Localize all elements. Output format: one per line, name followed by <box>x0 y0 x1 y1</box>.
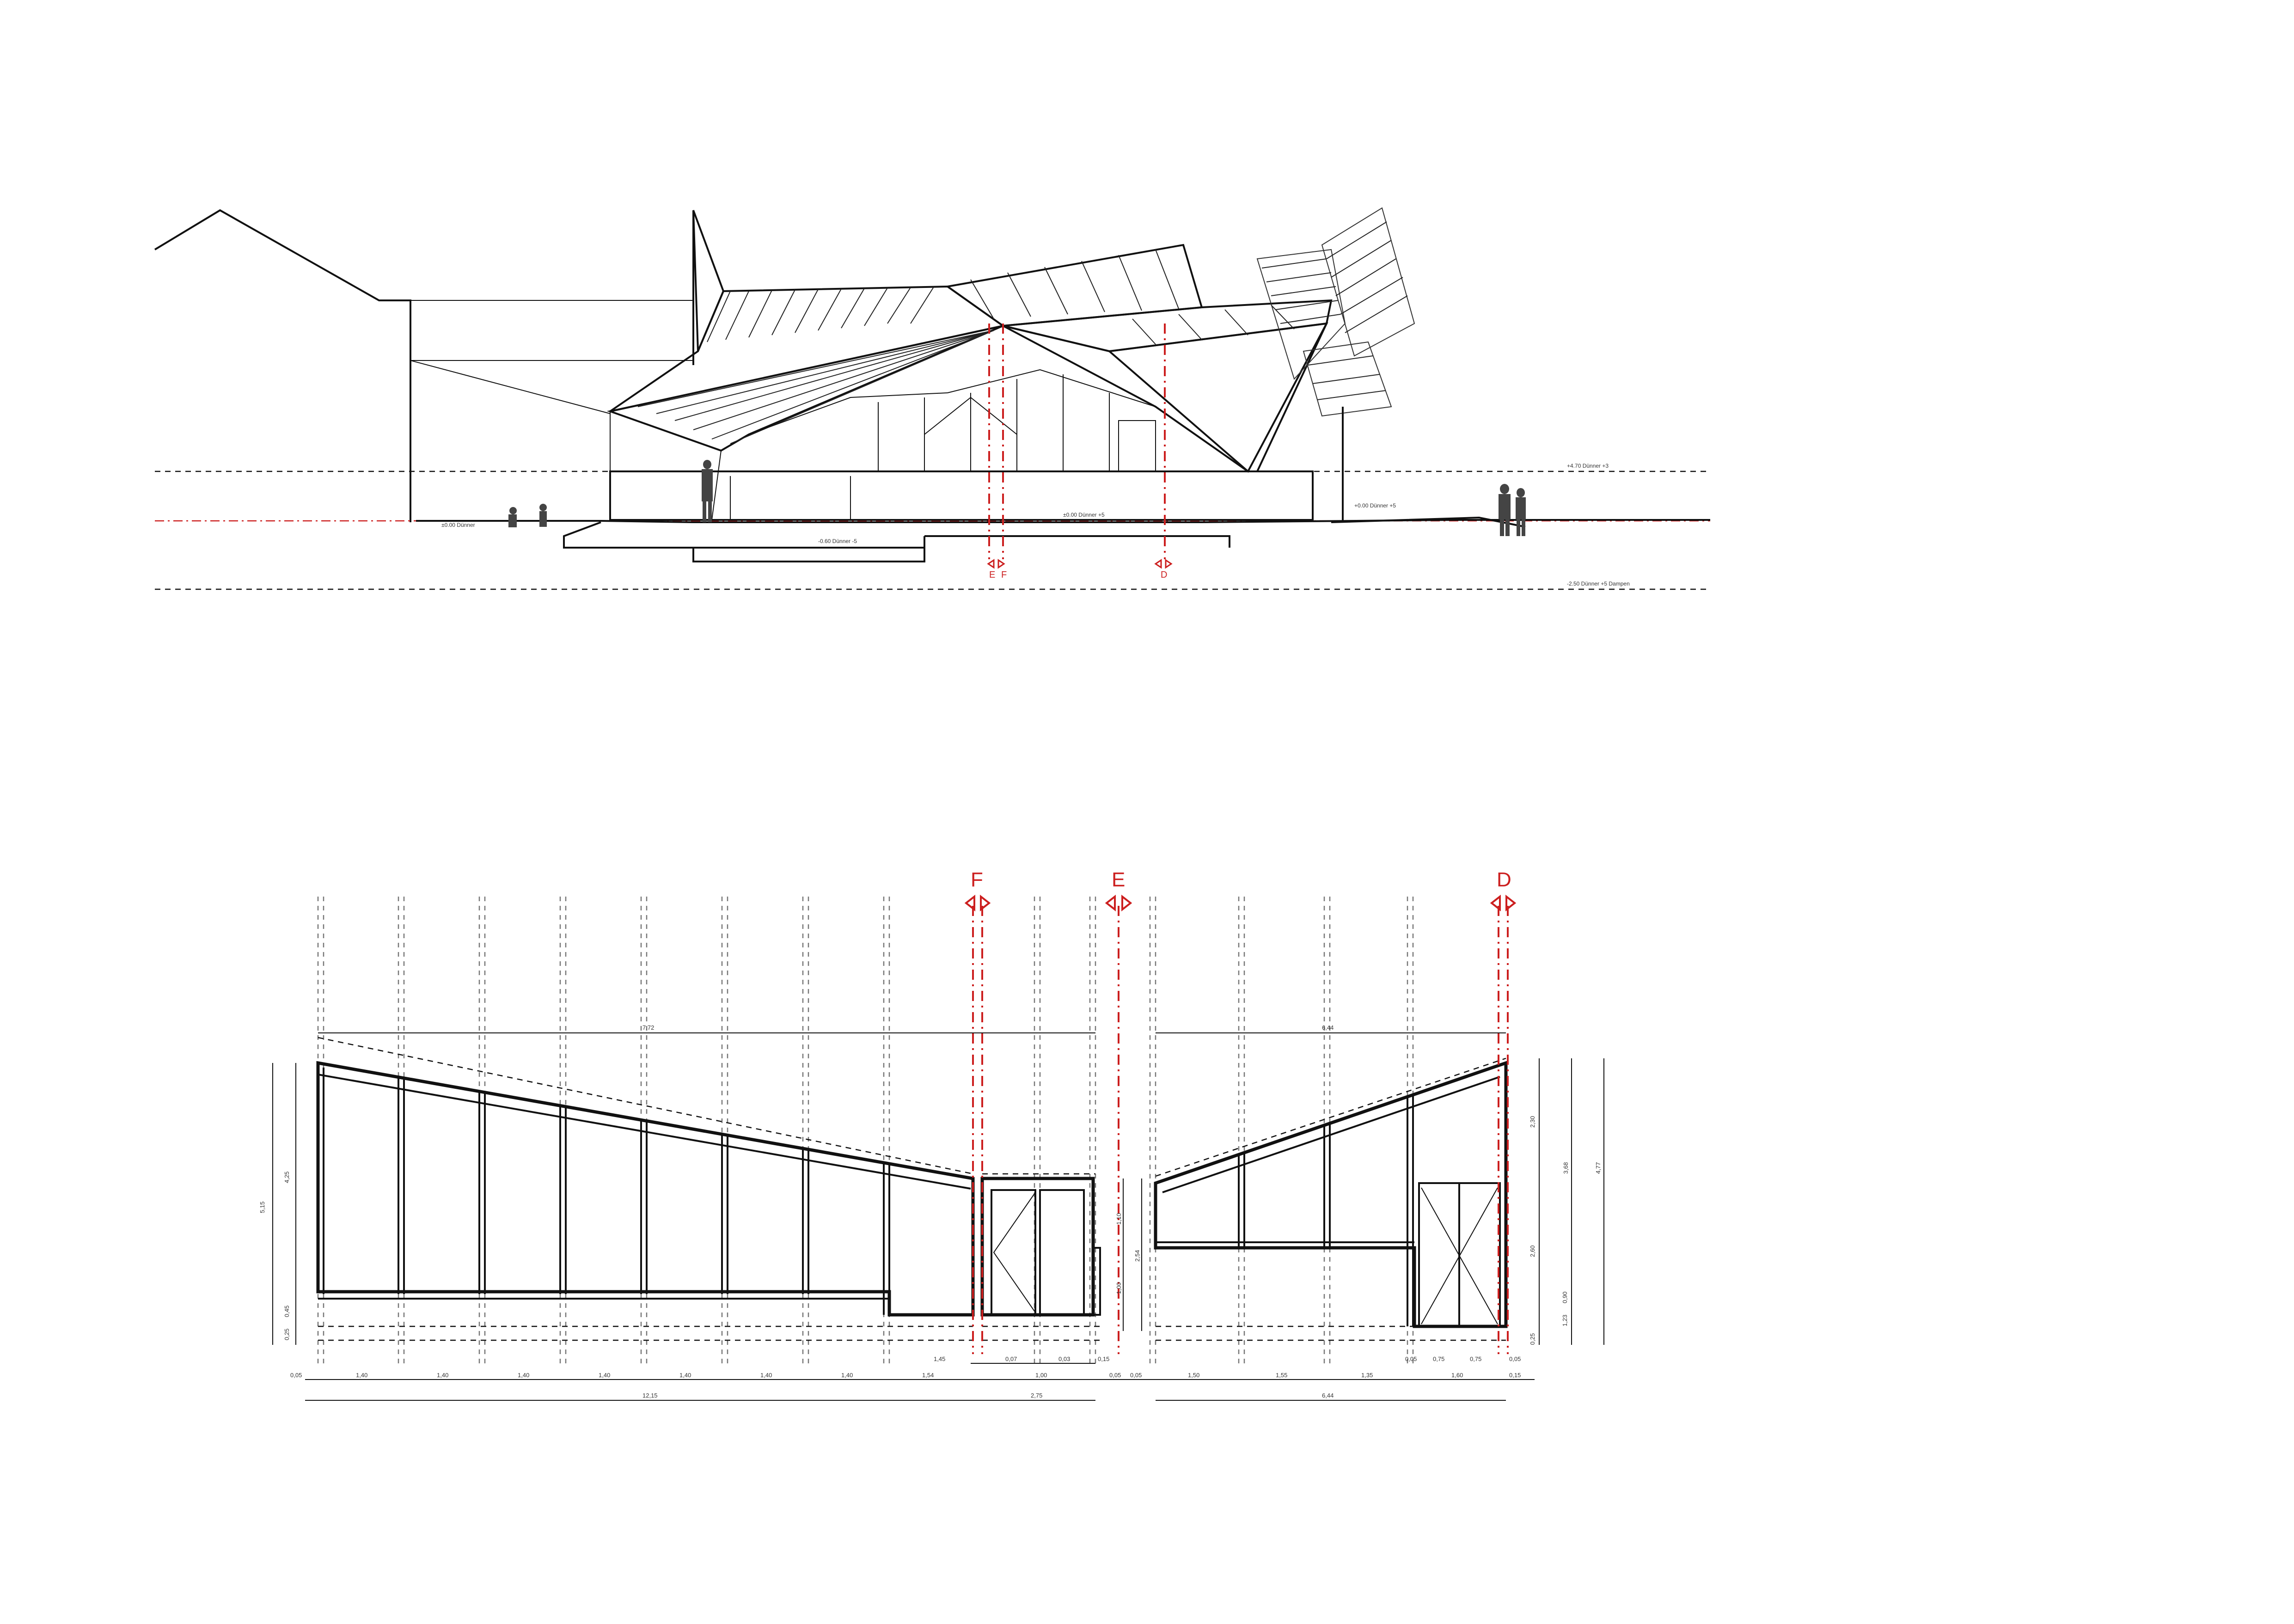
dim-label: 1,55 <box>1276 1372 1287 1379</box>
dim-label: 5,15 <box>259 1202 266 1213</box>
dim-label: 1,10 <box>1115 1213 1122 1225</box>
dim-label: 0,05 <box>290 1372 302 1379</box>
dim-label: 0,25 <box>1529 1333 1536 1345</box>
dim-label: 1,54 <box>922 1372 934 1379</box>
elev-marker-d: D <box>1161 570 1167 580</box>
dim-label: 0,25 <box>283 1329 290 1340</box>
neighbour-building <box>154 209 694 522</box>
dim-label: 6,44 <box>1322 1024 1334 1031</box>
dim-label: 0,05 <box>1130 1372 1142 1379</box>
dim-label: 4,25 <box>283 1172 290 1183</box>
dim-label: 0,15 <box>1509 1372 1521 1379</box>
glazing <box>748 323 1327 472</box>
facade-drawing: F E D 7.72 6,44 0,05 1,40 1,40 1,40 1,40… <box>259 868 1604 1401</box>
section-marker-e: E <box>1112 868 1125 891</box>
dim-label: 1,00 <box>1035 1372 1047 1379</box>
level-mark: -2.50 Dünner +5 Dampen <box>1567 580 1630 587</box>
dim-label: 0,45 <box>283 1306 290 1317</box>
ground-and-plinth <box>416 470 1710 562</box>
dim-label: 0,75 <box>1470 1355 1481 1362</box>
dim-label: 0,05 <box>1405 1355 1417 1362</box>
dim-label: 12,15 <box>642 1392 658 1399</box>
dim-label: 6,44 <box>1322 1392 1334 1399</box>
level-mark: ±0.00 Dünner +5 <box>1063 512 1105 518</box>
folded-roof <box>606 210 1333 520</box>
level-mark: +0.00 Dünner +5 <box>1354 502 1396 509</box>
dim-label: 1,45 <box>934 1355 945 1362</box>
facade-left <box>316 1037 975 1341</box>
dim-label: 1,40 <box>679 1372 691 1379</box>
section-marker-d: D <box>1497 868 1511 891</box>
dim-label: 0,05 <box>1109 1372 1121 1379</box>
dim-label: 3,68 <box>1562 1162 1569 1174</box>
level-annotations: +4.70 Dünner +3 ±0.00 Dünner ±0.00 Dünne… <box>441 463 1630 587</box>
dim-label: 1,40 <box>437 1372 448 1379</box>
dim-label: 2,54 <box>1134 1250 1141 1262</box>
dim-label: 1,23 <box>1561 1315 1568 1326</box>
section-cuts: F E D <box>964 868 1517 1354</box>
elevation-drawing: E F D +4.70 Dünner +3 ±0.00 Dünner ±0.00… <box>154 207 1710 590</box>
dim-label: 1,50 <box>1188 1372 1199 1379</box>
roof-hatching <box>637 249 1295 444</box>
dim-label: 2,75 <box>1031 1392 1042 1399</box>
dim-label: 0,90 <box>1561 1292 1568 1303</box>
people <box>508 460 1526 536</box>
dim-label: 1,35 <box>1361 1372 1373 1379</box>
dim-label: 7.72 <box>642 1024 654 1031</box>
facade-door-block <box>980 1173 1101 1341</box>
dim-label: 0,03 <box>1058 1355 1070 1362</box>
dim-label: 0,15 <box>1098 1355 1109 1362</box>
elev-marker-f: F <box>1001 570 1007 580</box>
dim-label: 0,07 <box>1005 1355 1017 1362</box>
dim-label: 1,40 <box>841 1372 853 1379</box>
dim-label: 0,05 <box>1509 1355 1521 1362</box>
dim-label: 2,30 <box>1529 1116 1536 1128</box>
level-mark: ±0.00 Dünner <box>441 522 475 528</box>
dim-label: 1,00 <box>1115 1282 1122 1294</box>
level-mark: -0.60 Dünner -5 <box>818 538 857 544</box>
level-mark: +4.70 Dünner +3 <box>1567 463 1609 469</box>
dimensions: 7.72 6,44 0,05 1,40 1,40 1,40 1,40 1,40 … <box>259 1024 1604 1401</box>
tree <box>1256 207 1415 521</box>
facade-right <box>1154 1057 1508 1341</box>
dim-label: 4,77 <box>1595 1162 1602 1174</box>
dim-label: 1,40 <box>518 1372 529 1379</box>
dim-label: 2,60 <box>1529 1245 1536 1257</box>
dim-label: 1,40 <box>356 1372 367 1379</box>
section-marker-f: F <box>971 868 983 891</box>
dim-label: 1,60 <box>1451 1372 1463 1379</box>
dim-label: 0,75 <box>1433 1355 1444 1362</box>
dim-label: 1,40 <box>599 1372 610 1379</box>
dim-label: 1,40 <box>760 1372 772 1379</box>
elev-marker-e: E <box>989 570 995 580</box>
